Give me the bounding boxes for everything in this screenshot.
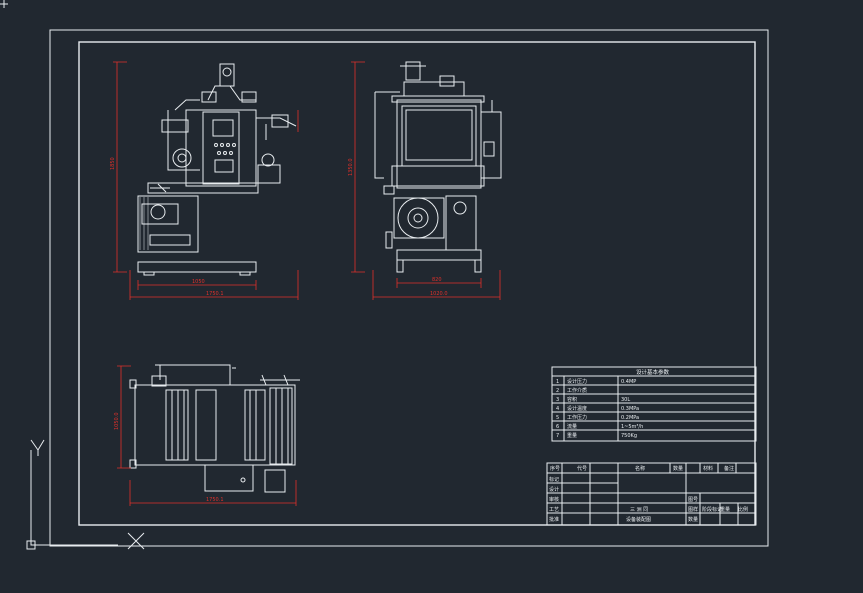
ucs-icon [26, 439, 145, 550]
front-dimensions [113, 61, 299, 300]
side-overall-dim: 1020.0 [430, 291, 448, 297]
title-header-cell: 名称 [635, 465, 645, 472]
title-header-cell: 代号 [577, 465, 587, 472]
param-row-name: 设计压力 [567, 378, 587, 385]
front-bottom-dim: 1050 [192, 279, 205, 285]
param-row-name: 流量 [567, 423, 577, 430]
param-row-no: 4 [556, 406, 559, 412]
top-depth-dim: 1050.0 [114, 413, 120, 431]
title-left-label: 批准 [549, 516, 559, 523]
param-row-value: 0.4MP [621, 379, 636, 385]
title-stage-label: 重量 [720, 506, 730, 513]
title-header-cell: 备注 [724, 465, 734, 472]
company-name: 三 洲 同 [630, 507, 648, 513]
front-view [137, 63, 297, 276]
side-dimensions [351, 61, 501, 300]
front-overall-dim: 1750.1 [206, 291, 224, 297]
title-header-cell: 序号 [550, 465, 560, 472]
param-row-name: 工作介质 [567, 387, 587, 394]
top-overall-dim: 1750.1 [206, 497, 224, 503]
title-left-label: 工艺 [549, 507, 559, 513]
params-table [551, 366, 757, 442]
title-header-cell: 材料 [703, 465, 713, 472]
outer-sheet-border [49, 29, 769, 547]
title-block [546, 462, 757, 526]
side-bottom-dim: 820 [432, 277, 442, 283]
side-height-dim: 1350.0 [348, 159, 354, 177]
title-mid-label: 图号 [688, 497, 698, 503]
param-row-value: 750Kg [621, 433, 637, 439]
title-mid-label: 图样 [688, 506, 698, 513]
param-row-no: 2 [556, 388, 559, 394]
param-row-name: 工作压力 [567, 414, 587, 421]
param-row-no: 5 [556, 415, 559, 421]
title-left-label: 标记 [549, 476, 559, 483]
title-left-label: 设计 [549, 486, 559, 493]
title-header-cell: 数量 [673, 465, 683, 472]
param-row-value: 1~5m³/h [621, 424, 643, 430]
front-height-dim: 1850 [110, 157, 116, 170]
title-mid-label: 数量 [688, 516, 698, 523]
param-row-value: 0.3MPa [621, 406, 639, 412]
top-view [129, 364, 300, 493]
param-row-no: 6 [556, 424, 559, 430]
title-left-label: 审核 [549, 496, 559, 503]
param-row-name: 容积 [567, 396, 577, 403]
title-stage-label: 比例 [738, 506, 748, 513]
param-row-name: 重量 [567, 432, 577, 439]
cursor-icon [0, 0, 8, 8]
param-row-name: 设计温度 [567, 405, 587, 412]
param-row-no: 3 [556, 397, 559, 403]
param-row-value: 0.2MPa [621, 415, 639, 421]
top-dimensions [117, 365, 297, 506]
drawing-name: 设备装配图 [626, 516, 651, 523]
side-view [374, 61, 502, 273]
param-row-no: 7 [556, 433, 559, 439]
inner-frame-border [78, 41, 756, 526]
title-stage-label: 阶段标记 [702, 506, 722, 513]
param-row-no: 1 [556, 379, 559, 385]
params-table-title: 设计基本参数 [636, 368, 670, 376]
param-row-value: 30L [621, 397, 630, 403]
